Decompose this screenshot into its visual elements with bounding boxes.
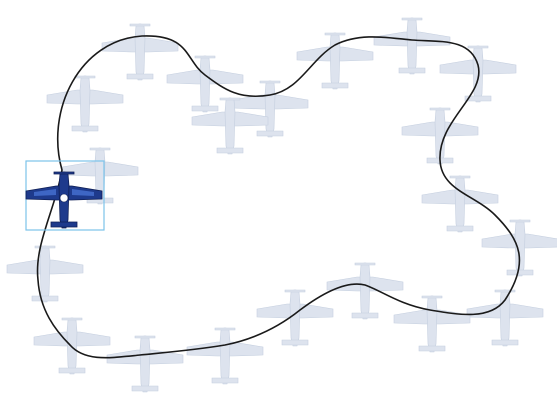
airplane-icon [6,245,84,303]
airplane-icon [466,289,544,347]
ghost-plane [393,295,471,353]
ghost-plane [101,23,179,81]
ghost-plane [186,327,264,385]
insignia-icon [59,193,69,203]
active-plane[interactable] [25,160,105,231]
ghost-plane [256,289,334,347]
airplane-icon [101,23,179,81]
airplane-icon [393,295,471,353]
airplane-icon [256,289,334,347]
ghost-plane [373,17,451,75]
ghost-plane [326,262,404,320]
ghost-plane [466,289,544,347]
ghost-plane [231,80,309,138]
airplane-icon [296,32,374,90]
airplane-icon [231,80,309,138]
airplane-icon [186,327,264,385]
ghost-plane [106,335,184,393]
ghost-planes [6,17,557,393]
airplane-icon [373,17,451,75]
airplane-icon [326,262,404,320]
airplane-icon[interactable] [25,171,103,229]
airplane-icon [421,175,499,233]
ghost-plane [6,245,84,303]
ghost-plane [421,175,499,233]
airplane-icon [106,335,184,393]
flight-path [36,35,521,359]
ghost-plane [296,32,374,90]
